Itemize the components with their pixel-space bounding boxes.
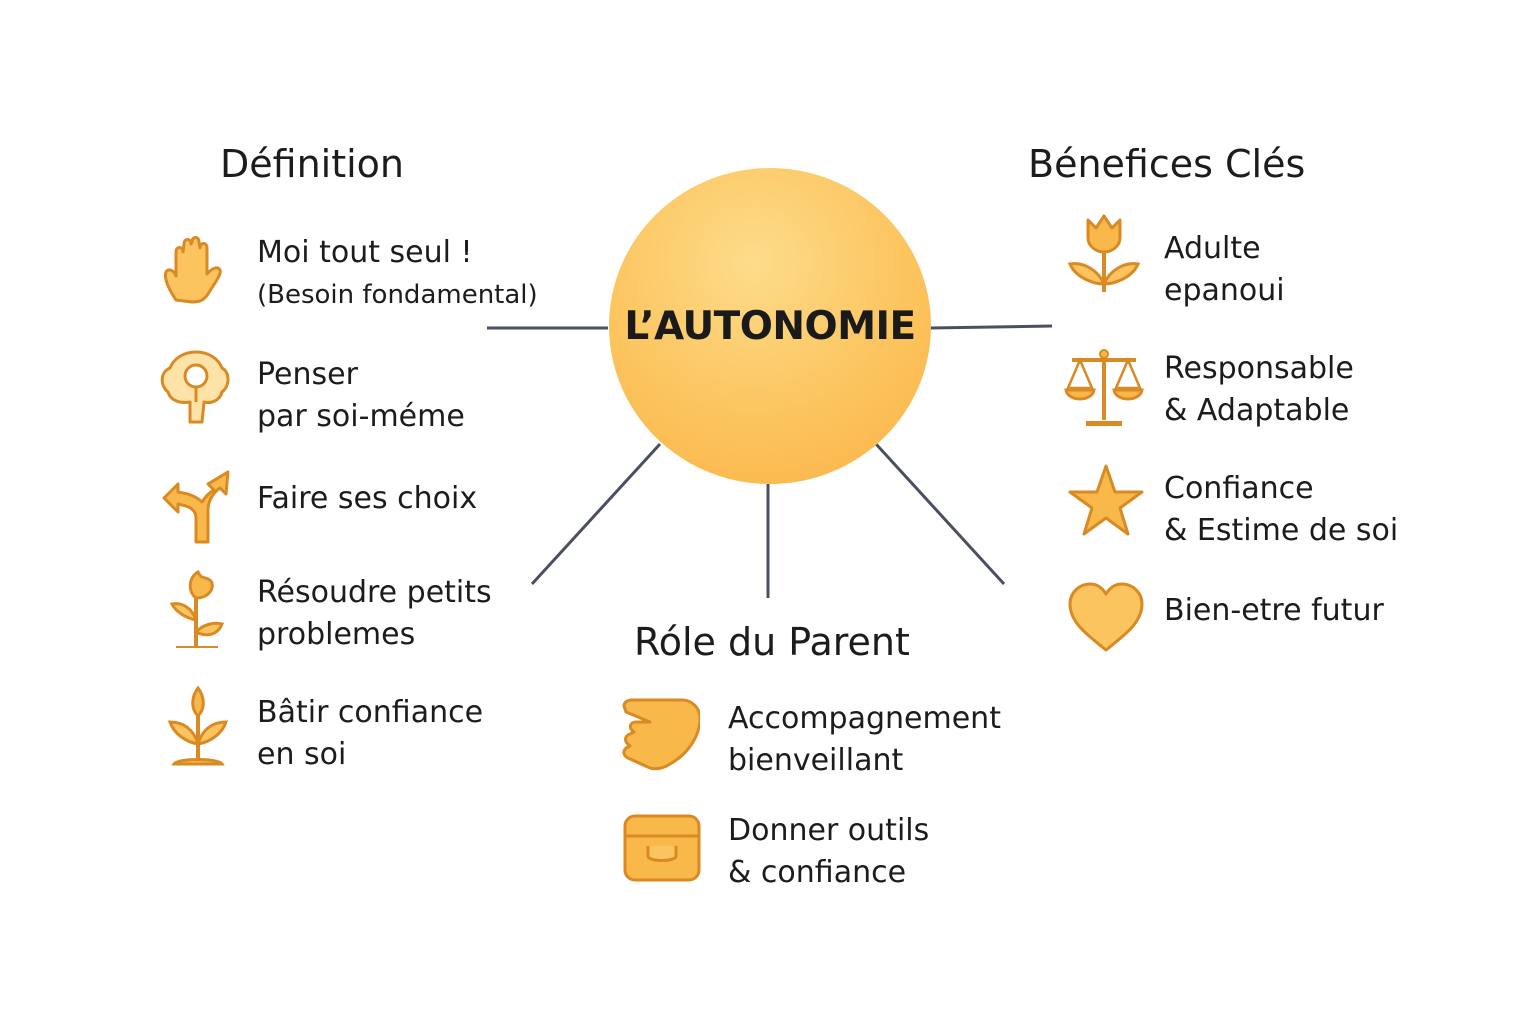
central-label: L’AUTONOMIE xyxy=(624,303,916,349)
connector-bottom-right xyxy=(874,442,1006,586)
definition-item-1: Moi tout seul ! (Besoin fondamental) xyxy=(257,235,538,310)
definition-heading: Définition xyxy=(220,142,405,186)
benefits-item-4: Bien-etre futur xyxy=(1164,593,1384,628)
benefits-heading: Bénefices Clés xyxy=(1028,142,1306,186)
hand-icon xyxy=(156,230,236,310)
helping-hand-icon xyxy=(620,696,700,776)
benefits-item-1: Adulte epanoui xyxy=(1164,231,1285,308)
definition-item-5: Bâtir confiance en soi xyxy=(257,695,484,772)
brain-icon xyxy=(156,346,236,426)
connector-right xyxy=(929,324,1053,330)
central-node: L’AUTONOMIE xyxy=(609,168,931,484)
heart-icon xyxy=(1066,578,1146,658)
tulip-icon xyxy=(1066,212,1146,292)
toolbox-icon xyxy=(622,812,702,892)
sprout-icon xyxy=(158,568,238,648)
parent-role-item-1: Accompagnement bienveillant xyxy=(728,701,1001,778)
parent-role-heading: Róle du Parent xyxy=(634,620,910,664)
split-arrow-icon xyxy=(160,466,240,546)
parent-role-item-2: Donner outils & confiance xyxy=(728,813,930,890)
definition-item-4: Résoudre petits problemes xyxy=(257,575,492,652)
connector-bottom-left xyxy=(530,442,662,586)
definition-item-2: Penser par soi-méme xyxy=(257,357,465,434)
star-icon xyxy=(1066,462,1146,542)
definition-item-3: Faire ses choix xyxy=(257,481,478,516)
benefits-item-2: Responsable & Adaptable xyxy=(1164,351,1354,428)
scales-icon xyxy=(1064,346,1144,426)
benefits-item-3: Confiance & Estime de soi xyxy=(1164,471,1399,548)
seedling-icon xyxy=(160,686,240,766)
